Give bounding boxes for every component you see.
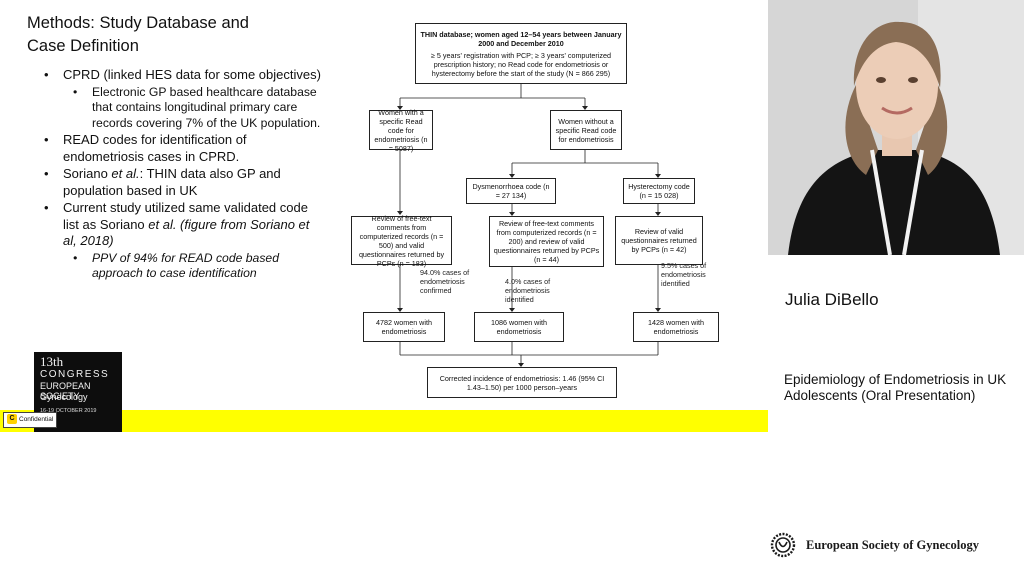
c-logo-icon: C — [7, 414, 17, 425]
sub-bullet-item: PPV of 94% for READ code based approach … — [73, 251, 324, 282]
presentation-slide: Methods: Study Database and Case Definit… — [0, 0, 768, 432]
flow-percent-mid: 4.0% cases of endometriosis identified — [505, 277, 551, 304]
congress-line: Gynecology — [40, 392, 88, 402]
flowchart-connectors — [397, 84, 661, 367]
database-heading: THIN database; women aged 12–54 years be… — [420, 29, 622, 48]
flow-box-review-right: Review of valid questionnaires returned … — [615, 216, 703, 265]
bullet-text: : THIN data also GP and population based… — [63, 166, 281, 198]
congress-line: EUROPEAN SOCIETY — [40, 381, 91, 401]
esg-logo: European Society of Gynecology — [770, 531, 979, 559]
study-flowchart: THIN database; women aged 12–54 years be… — [340, 22, 720, 407]
database-criteria: ≥ 5 years' registration with PCP; ≥ 3 ye… — [430, 50, 611, 78]
bullet-item: Soriano et al.: THIN data also GP and po… — [44, 166, 324, 199]
flow-percent-left: 94.0% cases of endometriosis confirmed — [420, 268, 470, 295]
speaker-portrait — [768, 0, 1024, 255]
congress-line: CONGRESS — [40, 369, 110, 380]
flow-percent-right: 9.5% cases of endometriosis identified — [661, 261, 707, 288]
talk-title: Epidemiology of Endometriosis in UK Adol… — [784, 372, 1007, 403]
bullet-italic-text: et al. — [111, 166, 140, 181]
flow-box-result-right: 1428 women with endometriosis — [633, 312, 719, 342]
congress-logo: 13th CONGRESS EUROPEAN SOCIETY Gynecolog… — [34, 352, 122, 432]
slide-footer-banner — [0, 410, 768, 432]
esg-emblem-icon — [770, 532, 796, 558]
bullet-item: CPRD (linked HES data for some objective… — [44, 67, 324, 84]
congress-number: 13th — [40, 354, 64, 369]
sub-bullet-item: Electronic GP based healthcare database … — [73, 85, 324, 132]
flow-box-review-mid: Review of free-text comments from comput… — [489, 216, 604, 267]
flow-box-with-code: Women with a specific Read code for endo… — [369, 108, 433, 153]
flow-box-result-left: 4782 women with endometriosis — [363, 312, 445, 342]
bullet-text: Soriano — [63, 166, 112, 181]
flow-box-review-left: Review of free-text comments from comput… — [351, 214, 452, 268]
slide-title: Methods: Study Database and Case Definit… — [27, 14, 249, 55]
flow-box-dysmenorrhoea: Dysmenorrhoea code (n = 27 134) — [466, 178, 556, 204]
flow-box-hysterectomy: Hysterectomy code (n = 15 028) — [623, 178, 695, 204]
bullet-list: CPRD (linked HES data for some objective… — [44, 67, 324, 283]
flow-box-result-mid: 1086 women with endometriosis — [474, 312, 564, 342]
bullet-italic-text: et al. (figure from Soriano et al, 2018) — [63, 216, 310, 249]
speaker-video — [768, 0, 1024, 255]
organization-name: European Society of Gynecology — [806, 537, 980, 552]
congress-dates: 16-19 OCTOBER 2019 — [40, 408, 97, 414]
bullet-item: READ codes for identification of endomet… — [44, 132, 324, 165]
confidential-label: Confidential — [19, 416, 54, 423]
flow-box-corrected-incidence: Corrected incidence of endometriosis: 1.… — [427, 367, 617, 398]
flow-box-database: THIN database; women aged 12–54 years be… — [415, 23, 627, 84]
bullet-item: Current study utilized same validated co… — [44, 200, 324, 250]
flow-box-without-code: Women without a specific Read code for e… — [550, 110, 622, 150]
speaker-name: Julia DiBello — [785, 290, 879, 309]
bullet-text: Current study utilized same validated co… — [63, 200, 308, 232]
